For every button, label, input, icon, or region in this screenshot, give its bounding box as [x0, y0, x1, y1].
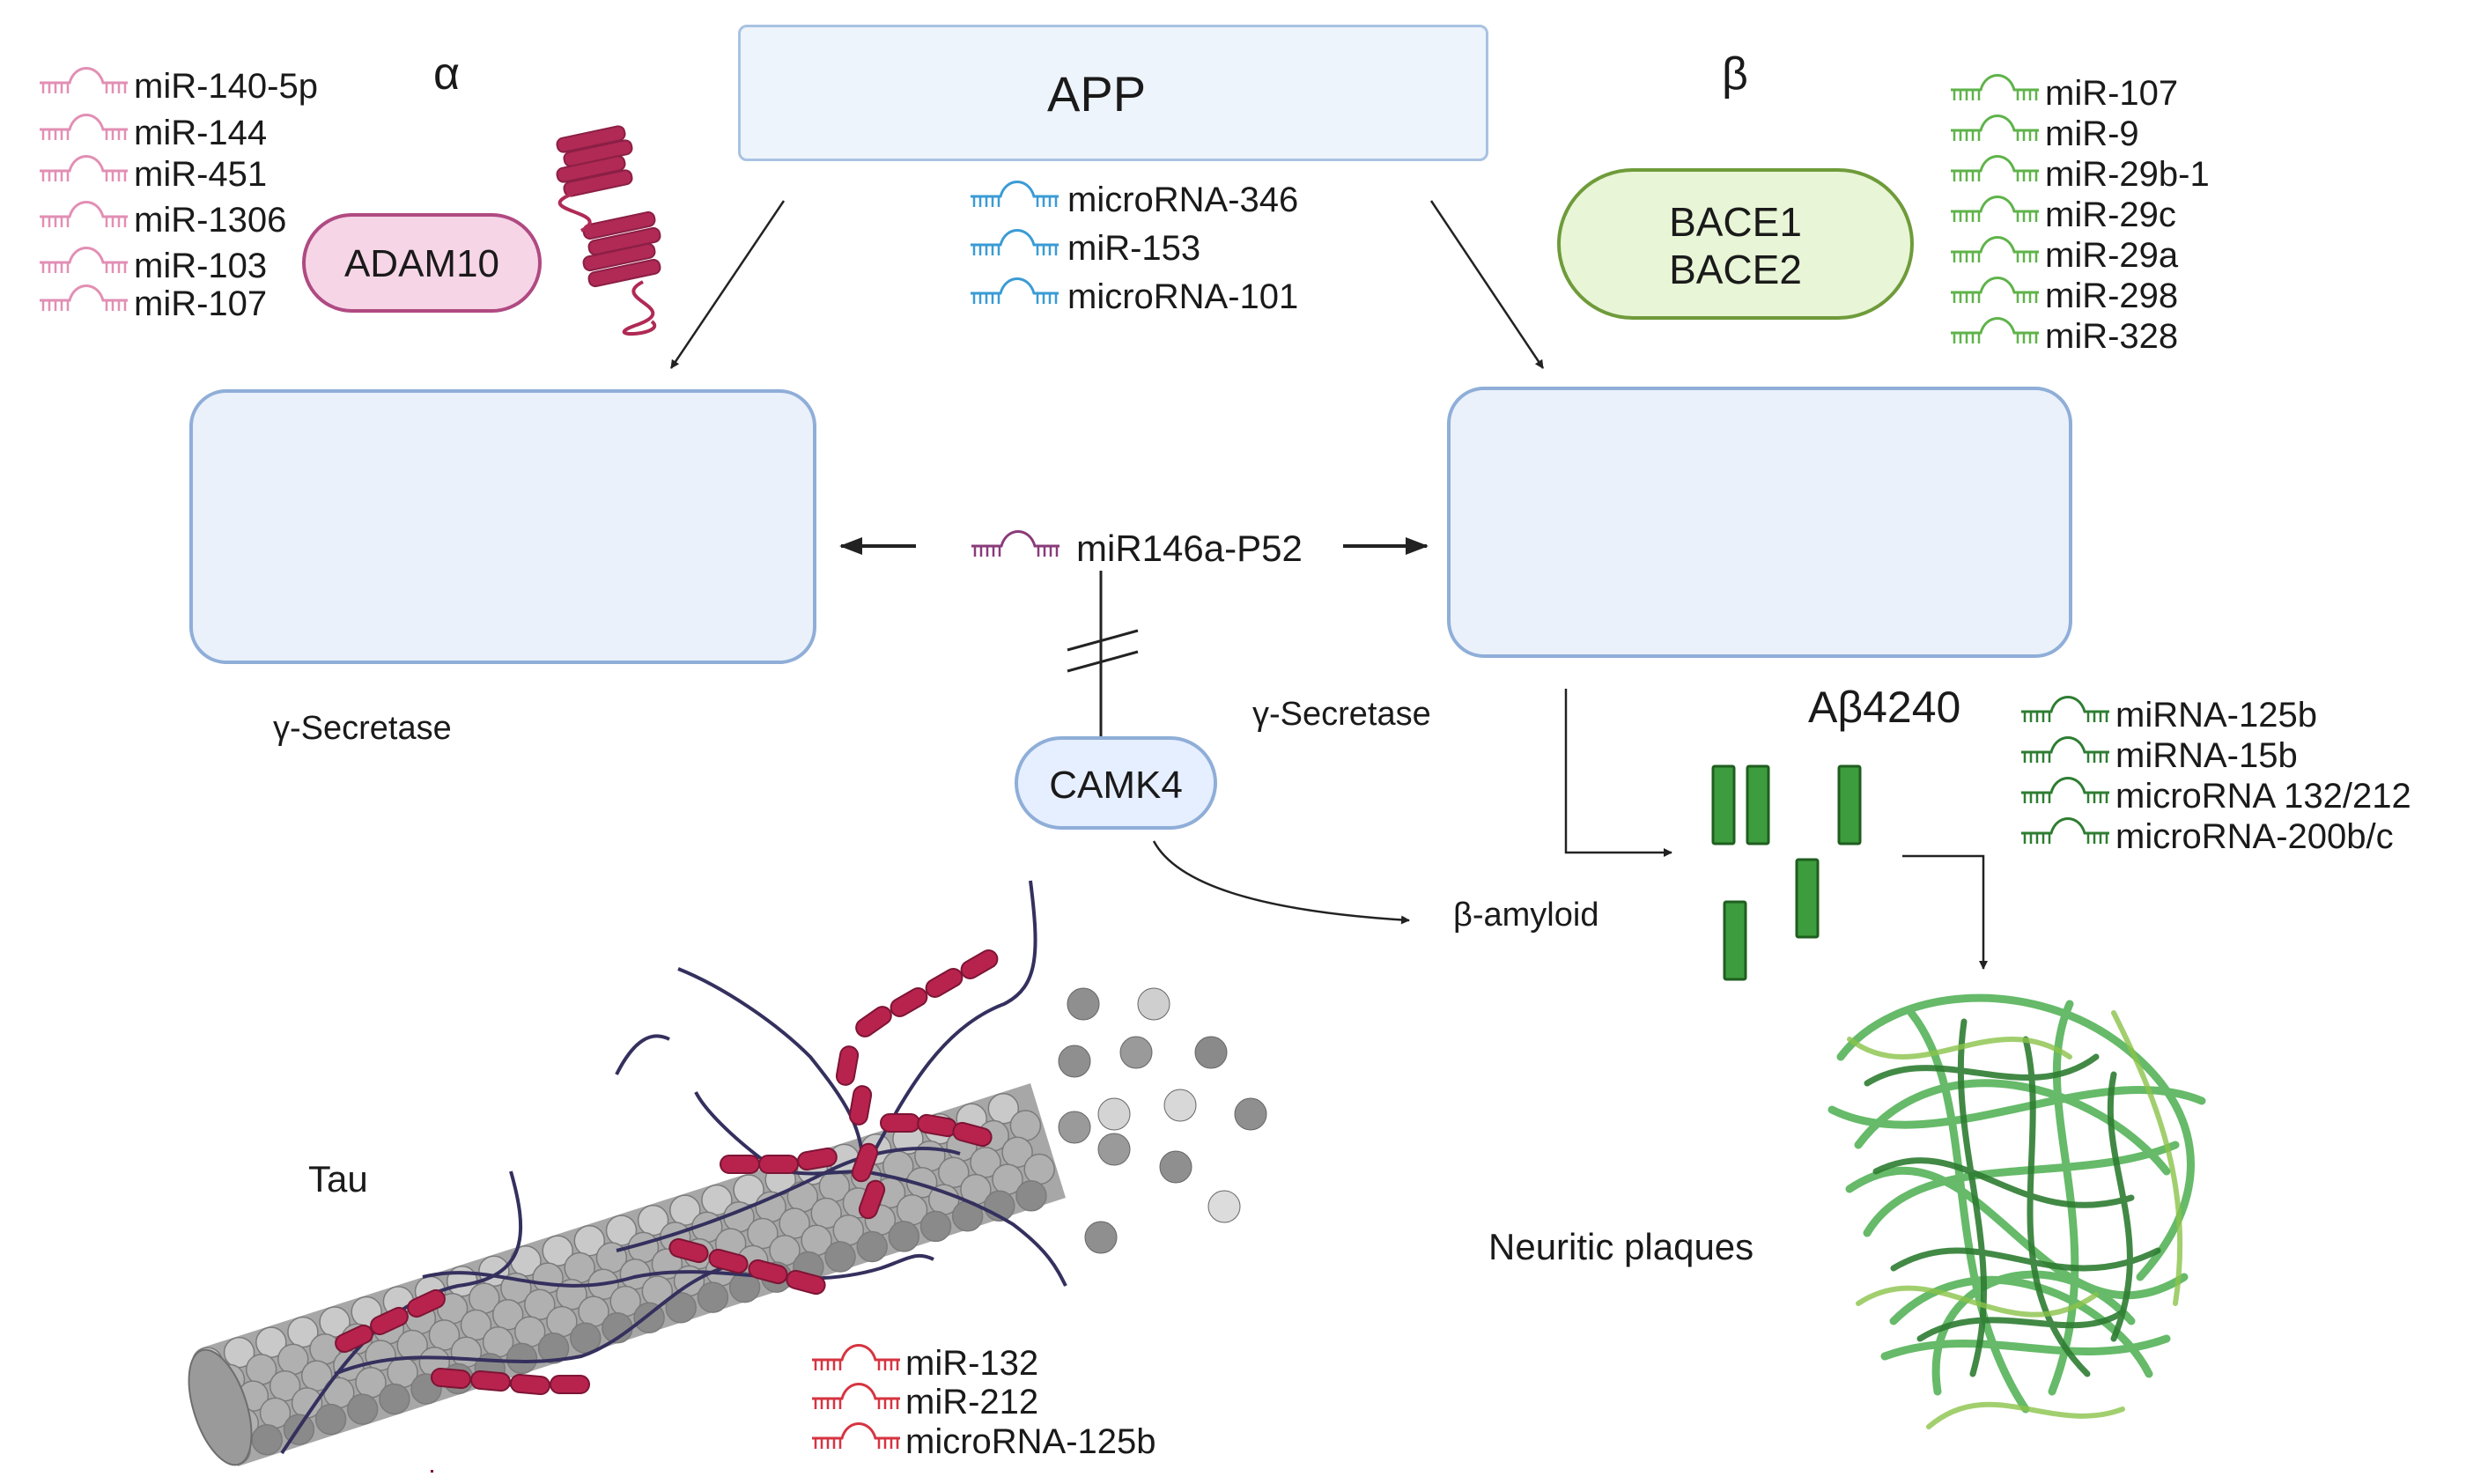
- mirna-hairpin-icon: [2021, 736, 2109, 763]
- mirna-hairpin-icon: [40, 155, 128, 181]
- mirna-glyph-group: [40, 67, 2109, 1449]
- abeta-mirna-item: microRNA 132/212: [2115, 777, 2411, 816]
- mirna-hairpin-icon: [2021, 817, 2109, 844]
- app-mirna-item: microRNA-101: [1067, 277, 1299, 316]
- mirna-hairpin-icon: [1951, 236, 2039, 262]
- mirna-hairpin-icon: [40, 247, 128, 273]
- bace2-label: BACE2: [1669, 247, 1802, 292]
- mirna-hairpin-icon: [1951, 277, 2039, 303]
- arrow-camk4-to-beta-amyloid: [1152, 840, 1410, 925]
- alpha-mirna-item: miR-144: [134, 114, 268, 152]
- arrow-cell-to-amyloid: [1564, 689, 1672, 857]
- camk4-pill: CAMK4: [1015, 736, 1217, 830]
- neuritic-plaques-label: Neuritic plaques: [1488, 1226, 1754, 1267]
- beta-mirna-item: miR-29a: [2045, 236, 2179, 275]
- bace-pill: BACE1 BACE2: [1557, 168, 1914, 320]
- arrow-app-to-beta: [1429, 200, 1545, 369]
- mirna-hairpin-icon: [40, 201, 128, 227]
- tau-mirna-item: miR-132: [905, 1344, 1039, 1383]
- app-mirna-item: microRNA-346: [1067, 181, 1299, 219]
- adam10-pill: ADAM10: [302, 213, 542, 313]
- arrow-app-to-alpha: [669, 200, 786, 369]
- inhibition-line: [1067, 571, 1139, 736]
- amyloid-beta-fragments: [1711, 764, 1862, 981]
- mirna-hairpin-icon: [40, 284, 128, 311]
- alpha-mirna-item: miR-451: [134, 155, 268, 194]
- app-mirna-item: miR-153: [1067, 229, 1201, 268]
- abeta-mirna-item: miRNA-125b: [2115, 696, 2317, 735]
- app-label: APP: [1047, 66, 1147, 122]
- mirna-hairpin-icon: [971, 181, 1059, 207]
- beta-cell: [1447, 387, 2072, 658]
- bace1-label: BACE1: [1669, 199, 1802, 245]
- alpha-mirna-item: miR-103: [134, 247, 268, 285]
- beta-mirna-item: miR-29c: [2045, 196, 2176, 234]
- mirna-hairpin-icon: [971, 229, 1059, 255]
- tau-mirna-item: miR-212: [905, 1383, 1039, 1421]
- beta-label: β: [1722, 48, 1748, 100]
- tau-protein-icon: [280, 880, 1067, 1473]
- tau-label: Tau: [308, 1158, 368, 1200]
- mirna-hairpin-icon: [2021, 777, 2109, 803]
- mirna-hairpin-icon: [40, 114, 128, 140]
- mirna-hairpin-icon: [1951, 155, 2039, 181]
- mirna-hairpin-icon: [1951, 196, 2039, 222]
- mirna-hairpin-icon: [812, 1422, 900, 1449]
- camk4-label: CAMK4: [1049, 764, 1183, 807]
- alpha-mirna-item: miR-107: [134, 284, 268, 323]
- arrow-amyloid-to-plaques: [1902, 854, 1988, 970]
- mirna-hairpin-icon: [971, 277, 1059, 304]
- gamma-secretase-left-label: γ-Secretase: [273, 710, 452, 747]
- abeta-label: Aβ4240: [1808, 683, 1961, 732]
- mir146-label: miR146a-P52: [1076, 528, 1303, 569]
- abeta-mirna-item: microRNA-200b/c: [2115, 817, 2394, 856]
- mirna-hairpin-icon: [971, 530, 1059, 557]
- tau-mirna-item: microRNA-125b: [905, 1422, 1156, 1461]
- abeta-mirna-item: miRNA-15b: [2115, 736, 2298, 775]
- mirna-hairpin-icon: [1951, 317, 2039, 343]
- beta-mirna-item: miR-298: [2045, 277, 2179, 315]
- alpha-label: α: [433, 48, 461, 100]
- adam10-label: ADAM10: [343, 242, 500, 285]
- alpha-cell: [189, 389, 816, 664]
- beta-mirna-item: miR-9: [2045, 114, 2139, 153]
- beta-mirna-item: miR-107: [2045, 74, 2179, 113]
- alpha-mirna-item: miR-140-5p: [134, 67, 318, 106]
- adam10-structure-icon: [556, 125, 661, 336]
- gamma-secretase-right-label: γ-Secretase: [1252, 696, 1431, 733]
- mirna-hairpin-icon: [1951, 114, 2039, 141]
- mirna-hairpin-icon: [40, 67, 128, 93]
- beta-mirna-item: miR-29b-1: [2045, 155, 2210, 194]
- alpha-mirna-item: miR-1306: [134, 201, 287, 240]
- beta-mirna-item: miR-328: [2045, 317, 2179, 356]
- app-box: APP: [738, 25, 1488, 161]
- mirna-hairpin-icon: [1951, 74, 2039, 100]
- neuritic-plaque-icon: [1827, 993, 2206, 1429]
- mirna-hairpin-icon: [812, 1383, 900, 1409]
- beta-amyloid-label: β-amyloid: [1453, 897, 1599, 934]
- mirna-hairpin-icon: [812, 1344, 900, 1370]
- tubulin-spheres: [1058, 987, 1267, 1254]
- mirna-hairpin-icon: [2021, 696, 2109, 722]
